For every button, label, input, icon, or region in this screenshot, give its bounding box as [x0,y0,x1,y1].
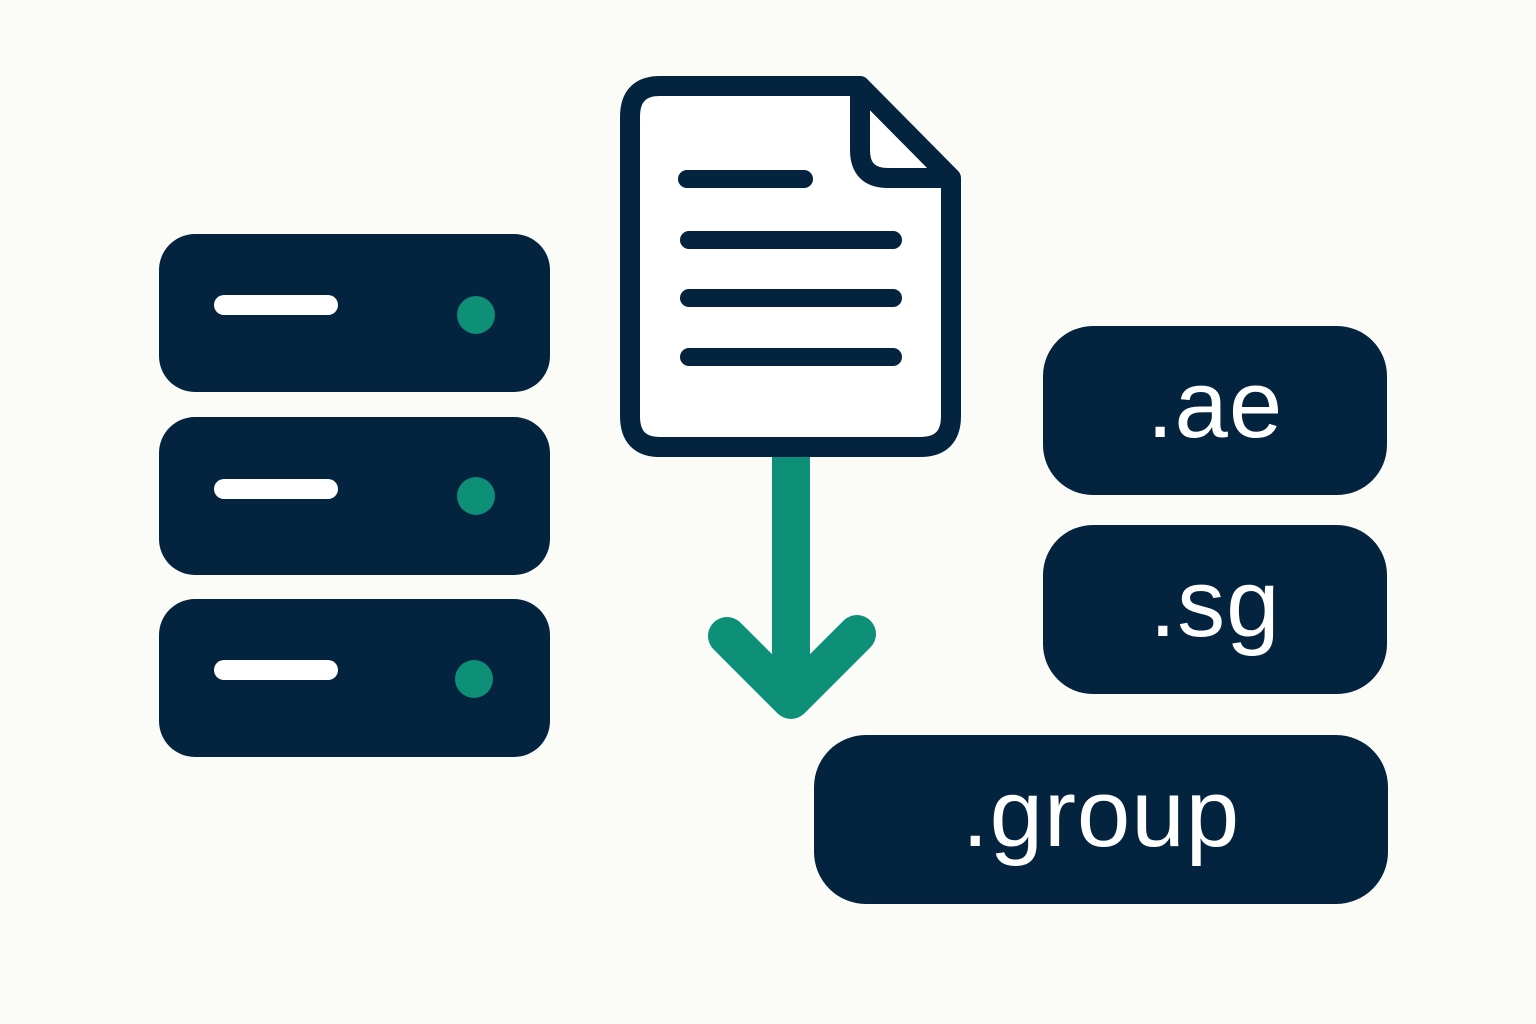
server-slot [214,479,338,499]
server-status-led [455,660,493,698]
domain-tag-ae: .ae [1043,326,1387,495]
domain-label-group: .group [961,759,1241,867]
server-slot [214,660,338,680]
domain-tag-sg: .sg [1043,525,1387,694]
arrow-down-icon [708,457,876,719]
server-icon [159,417,550,575]
document-icon [620,76,961,457]
domain-tag-group: .group [814,735,1388,904]
server-slot [214,295,338,315]
domain-label-ae: .ae [1146,350,1284,458]
server-icon [159,234,550,392]
server-status-led [457,477,495,515]
domain-label-sg: .sg [1149,549,1281,657]
server-status-led [457,296,495,334]
server-icon [159,599,550,757]
